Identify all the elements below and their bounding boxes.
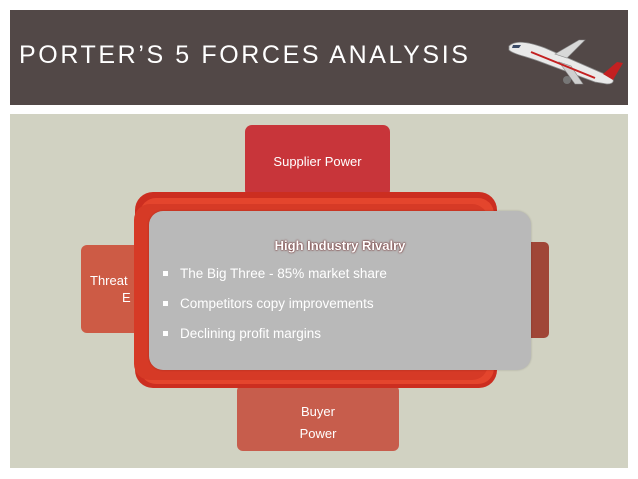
rivalry-title: High Industry Rivalry	[274, 238, 406, 253]
threat-label-line2: E	[122, 290, 131, 305]
bullet-text: Declining profit margins	[180, 326, 322, 341]
bullet-square-icon	[163, 271, 168, 276]
buyer-power-label-line2: Power	[299, 426, 337, 441]
slide-header: PORTER’S 5 FORCES ANALYSIS	[10, 10, 628, 105]
bullet-square-icon	[163, 331, 168, 336]
buyer-power-box: Buyer Power	[237, 385, 399, 451]
threat-label: Threat	[90, 273, 128, 288]
rivalry-bullet-list: The Big Three - 85% market share Competi…	[163, 263, 387, 353]
rivalry-panel: High Industry Rivalry The Big Three - 85…	[149, 211, 531, 370]
slide-title: PORTER’S 5 FORCES ANALYSIS	[19, 41, 471, 69]
bullet-text: The Big Three - 85% market share	[180, 266, 387, 281]
supplier-power-box: Supplier Power	[245, 125, 390, 197]
bullet-item: The Big Three - 85% market share	[163, 263, 387, 293]
bullet-square-icon	[163, 301, 168, 306]
airplane-image	[508, 39, 623, 85]
bullet-item: Competitors copy improvements	[163, 293, 387, 323]
buyer-power-label-line1: Buyer	[301, 404, 335, 419]
bullet-item: Declining profit margins	[163, 323, 387, 353]
supplier-power-label: Supplier Power	[273, 153, 362, 169]
bullet-text: Competitors copy improvements	[180, 296, 374, 311]
